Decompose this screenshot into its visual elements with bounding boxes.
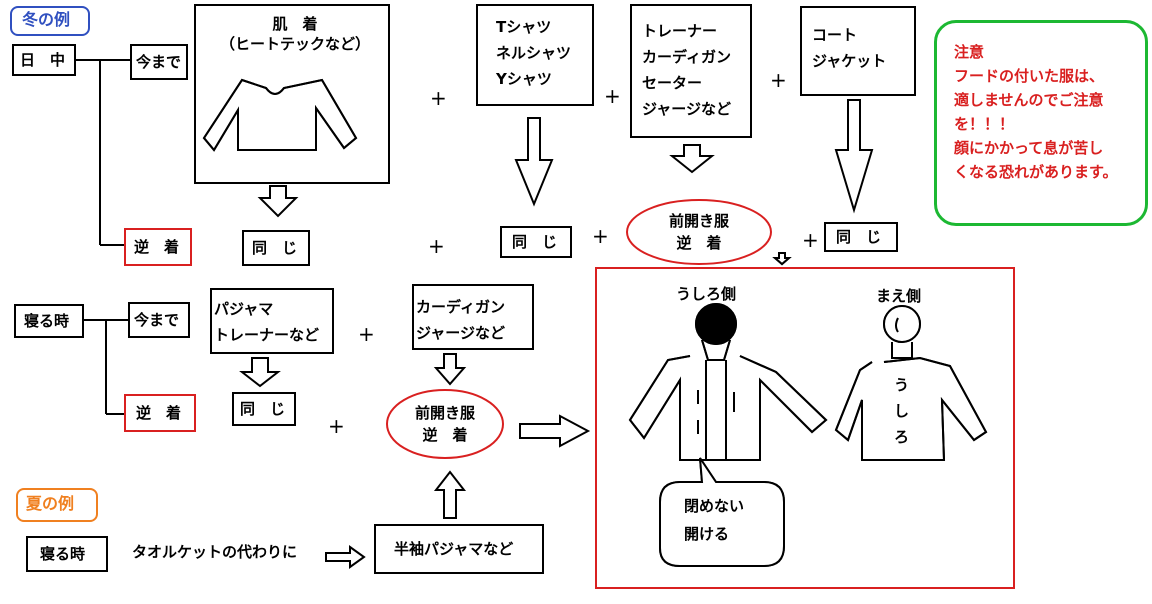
same-label-3: 同 じ <box>836 228 882 246</box>
sleep-label-2: 寝る時 <box>40 545 86 563</box>
arrow-down-3 <box>669 144 715 174</box>
arrow-down-4 <box>834 99 874 214</box>
same-label-2: 同 じ <box>512 233 558 251</box>
plus-2: + <box>604 84 621 108</box>
until-now-label-1: 今まで <box>136 53 182 71</box>
arrow-down-1 <box>257 185 299 218</box>
cardigan-box <box>412 284 534 350</box>
front-open-ellipse-2 <box>386 389 504 459</box>
arrow-down-5 <box>239 357 281 388</box>
back-text: う し ろ <box>894 376 910 446</box>
towel-text: タオルケットの代わりに <box>132 543 298 561</box>
short-pajama-label: 半袖パジャマなど <box>394 540 514 558</box>
arrow-up-1 <box>433 470 467 519</box>
until-now-box-1 <box>130 44 188 80</box>
same-label-4: 同 じ <box>240 400 286 418</box>
shirts-box <box>476 4 594 106</box>
arrow-down-2 <box>514 117 554 207</box>
arrow-right-2 <box>325 545 366 569</box>
until-now-label-2: 今まで <box>134 311 180 329</box>
front-open-label-2: 前開き服 逆 着 <box>414 404 475 444</box>
front-open-ellipse-1 <box>626 199 772 265</box>
winter-title: 冬の例 <box>22 10 71 29</box>
notice-box <box>934 20 1148 226</box>
arrow-right-1 <box>519 414 591 448</box>
until-now-box-2 <box>128 302 190 338</box>
plus-5: + <box>592 224 609 248</box>
same-box-1 <box>242 230 310 266</box>
plus-1: + <box>430 86 447 110</box>
reverse-box-2 <box>124 394 196 432</box>
plus-7: + <box>358 322 375 346</box>
plus-6: + <box>802 228 819 252</box>
same-box-3 <box>824 222 898 252</box>
day-label: 日 中 <box>20 51 66 69</box>
reverse-box-1 <box>124 228 192 266</box>
bubble-text: 閉めない 開ける <box>684 497 745 543</box>
short-pajama-box <box>374 524 544 574</box>
sleep-label-1: 寝る時 <box>24 312 70 330</box>
plus-8: + <box>328 414 345 438</box>
same-box-4 <box>232 392 296 426</box>
back-label: うしろ側 <box>676 285 737 303</box>
plus-3: + <box>770 68 787 92</box>
sweaters-label: トレーナー カーディガン セーター ジャージなど <box>642 22 731 118</box>
coat-label: コート ジャケット <box>812 26 887 70</box>
same-label-1: 同 じ <box>252 239 298 257</box>
front-open-label-1: 前開き服 逆 着 <box>668 212 729 252</box>
cardigan-label: カーディガン ジャージなど <box>416 298 505 342</box>
undershirt-label: 肌 着 （ヒートテックなど） <box>219 15 370 53</box>
coat-box <box>800 6 916 96</box>
reverse-label-2: 逆 着 <box>136 404 182 422</box>
day-box <box>12 44 76 76</box>
shirts-label: Tシャツ ネルシャツ Yシャツ <box>496 18 572 88</box>
reverse-label-1: 逆 着 <box>134 238 180 256</box>
summer-title: 夏の例 <box>26 494 75 513</box>
arrow-down-6 <box>433 353 467 386</box>
undershirt-box <box>194 4 390 184</box>
front-label: まえ側 <box>876 287 922 305</box>
sleep-box-2 <box>26 536 108 572</box>
plus-4: + <box>428 234 445 258</box>
pajama-label: パジャマ トレーナーなど <box>214 300 320 344</box>
sweaters-box <box>630 4 752 138</box>
pajama-box <box>210 288 334 354</box>
summer-title-box <box>16 488 98 522</box>
sleep-box-1 <box>14 304 84 338</box>
notice-text: 注意 フードの付いた服は、 適しませんのでご注意 を！！！ 顔にかかって息が苦し… <box>954 43 1118 181</box>
winter-title-box <box>10 6 90 36</box>
same-box-2 <box>500 226 572 258</box>
